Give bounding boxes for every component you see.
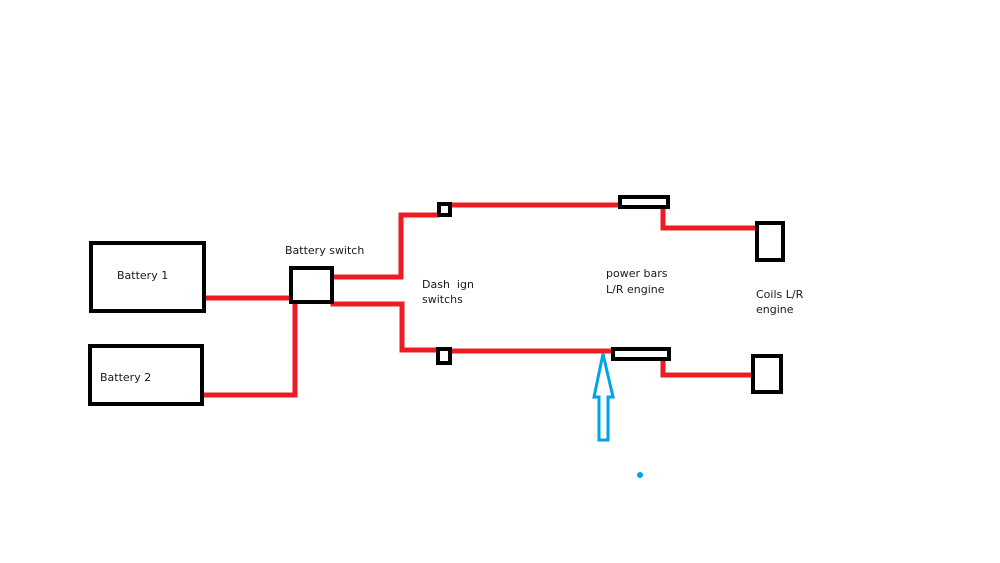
upper-coil-box	[755, 221, 785, 262]
wire-upper-powerbar-to-coil	[660, 206, 758, 231]
upper-power-bar	[618, 195, 670, 209]
upper-dash-ign-switch	[437, 202, 452, 217]
wire-switch-to-upper-ign	[330, 212, 440, 280]
battery-2-box	[88, 344, 204, 406]
battery-1-box	[89, 241, 206, 313]
wire-switch-to-lower-ign	[330, 301, 440, 353]
annotation-dot	[637, 472, 643, 478]
lower-power-bar	[611, 347, 671, 361]
power-bars-label-line1: power bars	[606, 267, 668, 280]
battery-2-label: Battery 2	[100, 371, 152, 384]
up-arrow-icon	[592, 353, 615, 442]
wire-lower-powerbar-to-coil	[660, 355, 755, 378]
power-bars-label-line2: L/R engine	[606, 283, 665, 296]
battery-switch-label: Battery switch	[285, 244, 365, 257]
coils-label-line1: Coils L/R	[756, 288, 804, 301]
dash-ign-label-line2: switchs	[422, 293, 463, 306]
battery-switch-box	[289, 266, 334, 304]
coils-label-line2: engine	[756, 303, 794, 316]
lower-dash-ign-switch	[436, 347, 452, 365]
dash-ign-label-line1: Dash ign	[422, 278, 474, 291]
wire-battery2-to-switch	[200, 299, 298, 398]
battery-1-label: Battery 1	[117, 269, 169, 282]
lower-coil-box	[751, 354, 783, 394]
